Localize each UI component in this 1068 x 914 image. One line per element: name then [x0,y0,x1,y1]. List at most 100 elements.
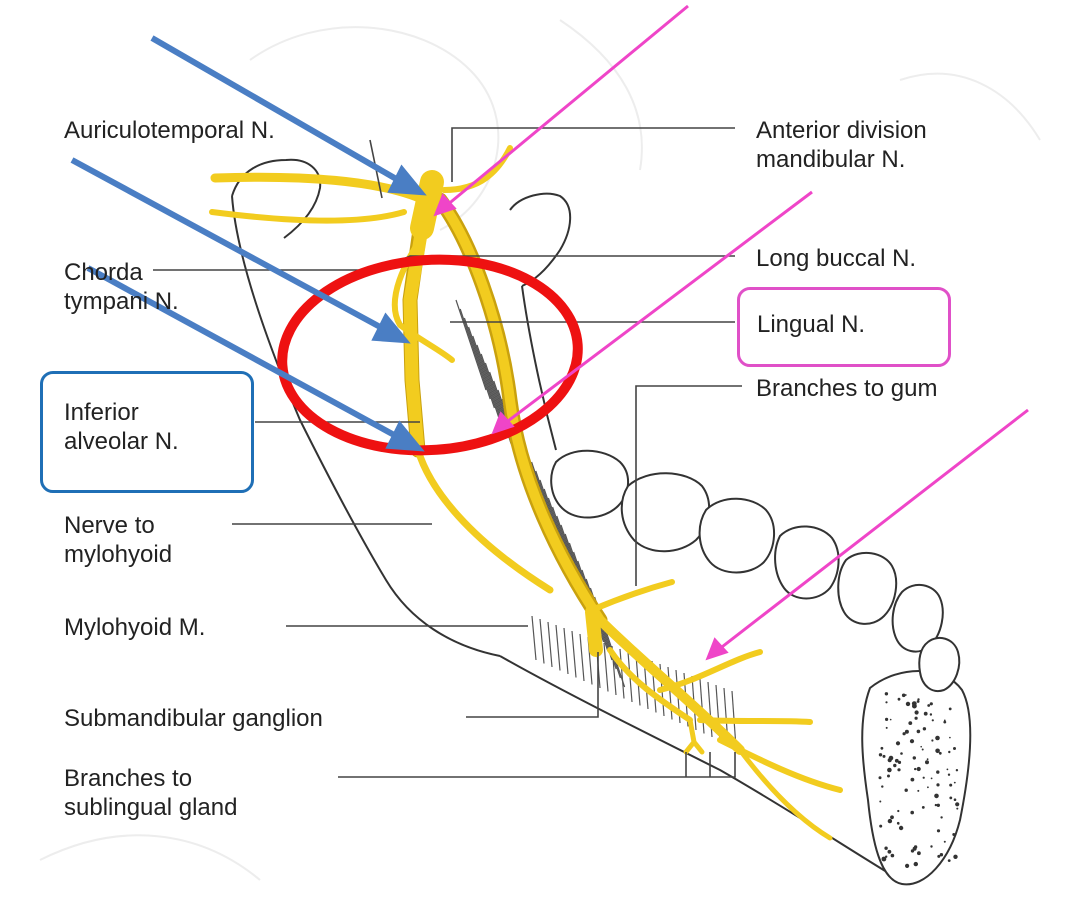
marrow-dot [931,778,933,780]
marrow-dot [885,692,888,695]
label-inferior-alveolar: Inferior alveolar N. [64,398,179,456]
marrow-dot [930,713,932,715]
marrow-dot [910,811,914,815]
marrow-dot [911,778,915,782]
pink-arrow-1 [446,6,688,206]
marrow-dot [953,747,956,750]
marrow-dot [930,845,932,847]
muscle-hatch-line [456,300,486,390]
marrow-dot [923,727,926,730]
marrow-dot [890,719,892,721]
marrow-dot [920,746,922,748]
marrow-dot [949,708,952,711]
marrow-dot [936,770,939,773]
submandibular-ganglion [592,612,596,650]
marrow-dot [883,755,886,758]
marrow-dot [925,760,929,764]
marrow-dot [886,727,888,729]
marrow-dot [937,855,940,858]
marrow-dot [915,710,919,714]
label-lingual: Lingual N. [757,310,865,339]
mandibular-trunk-nerve [422,182,432,228]
marrow-dot [917,730,921,734]
marrow-dot [935,749,940,754]
marrow-dot [948,859,951,862]
marrow-dot [930,702,933,705]
lingual-terminal-branch-2 [700,720,810,722]
marrow-dot [936,783,939,786]
marrow-dot [954,782,956,784]
label-auriculotemporal: Auriculotemporal N. [64,116,275,145]
marrow-dot [910,739,914,743]
label-branches-gum: Branches to gum [756,374,937,403]
marrow-dot [888,850,892,854]
marrow-dot [884,847,887,850]
marrow-dot [889,756,894,761]
marrow-dot [935,736,940,741]
blue-arrow-1 [152,38,398,180]
gum-branch-nerve [592,582,672,610]
marrow-dot [934,794,939,799]
label-anterior-division: Anterior division mandibular N. [756,116,927,174]
marrow-dot [952,833,955,836]
marrow-dot [944,841,946,843]
marrow-dot [949,737,951,739]
lower-body-outline [500,656,900,880]
long-buccal-nerve [444,148,510,190]
muscle-hatch-line [580,634,584,681]
label-long-buccal: Long buccal N. [756,244,916,273]
tooth-5 [838,553,896,624]
leader-submandibular [466,652,598,717]
marrow-dot [956,808,958,810]
marrow-dot [887,768,892,773]
marrow-dot [885,701,887,703]
nerve-network [212,148,840,838]
marrow-dot [956,769,958,771]
marrow-dot [905,864,909,868]
marrow-dot [947,769,949,771]
marrow-dot [891,854,895,858]
marrow-dot [905,694,907,696]
marrow-dot [935,804,937,806]
muscle-hatch-line [564,628,568,674]
marrow-dot [955,802,959,806]
marrow-dot [917,851,921,855]
marrow-dot [890,815,894,819]
marrow-dot [937,829,940,832]
marrow-dot [879,753,882,756]
leader-branches-sublingual [338,752,735,777]
lingual-terminal-branch-3 [720,740,840,790]
marrow-dot [927,704,930,707]
marrow-dot [917,700,920,703]
marrow-dot [899,826,903,830]
marrow-dot [879,776,882,779]
marrow-dot [896,741,900,745]
label-submandibular-ganglion: Submandibular ganglion [64,704,323,733]
marrow-dot [943,721,946,724]
muscle-hatch-line [572,631,576,678]
label-branches-sublingual: Branches to sublingual gland [64,764,237,822]
marrow-dot [897,768,900,771]
marrow-dot [885,856,887,858]
marrow-dot [953,855,957,859]
marrow-dot [905,789,908,792]
marrow-dot [922,806,925,809]
marrow-dot [949,784,952,787]
muscle-hatch-line [556,625,560,671]
marrow-dot [940,816,942,818]
marrow-dot [908,721,912,725]
tooth-7 [919,638,959,691]
marrow-dot [887,775,890,778]
marrow-dot [927,758,929,760]
marrow-dot [948,751,950,753]
label-nerve-mylohyoid: Nerve to mylohyoid [64,511,172,569]
marrow-dot [900,752,903,755]
marrow-dot [914,768,916,770]
lingual-terminal-branch-4 [740,750,830,838]
condyle-outline [232,160,320,238]
label-chorda-tympani: Chorda tympani N. [64,258,179,316]
marrow-dot [917,767,921,771]
marrow-dot [897,759,899,761]
marrow-dot [911,849,914,852]
muscle-hatch-line [668,667,672,720]
